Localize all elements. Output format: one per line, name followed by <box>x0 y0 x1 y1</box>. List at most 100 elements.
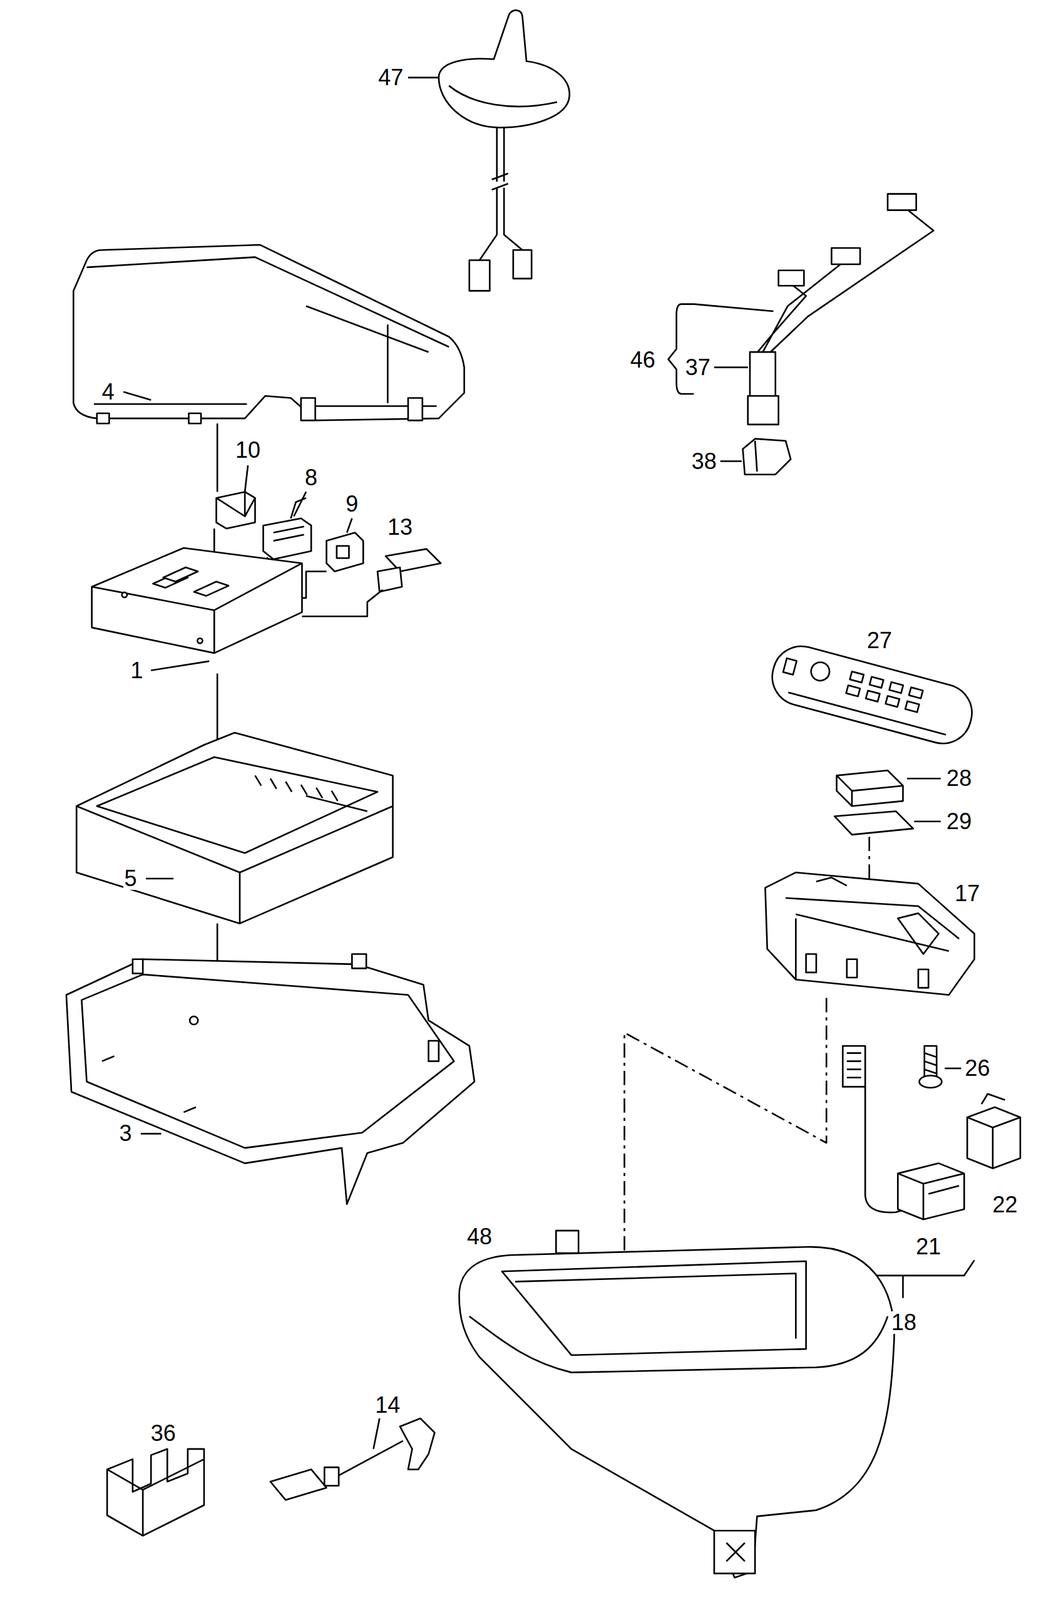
antenna-cable-line <box>373 1417 380 1449</box>
handset-holder-line <box>785 876 959 980</box>
armrest-line <box>458 1246 894 1577</box>
callout-number: 21 <box>914 1235 943 1258</box>
cable-set <box>836 1045 1021 1297</box>
cover-line <box>123 391 151 400</box>
connectors-line <box>326 532 364 572</box>
tray <box>76 732 393 924</box>
connectors-line <box>216 423 219 492</box>
callout-number: 28 <box>945 766 973 790</box>
wiring-harness-line <box>749 351 776 398</box>
cable-set-line <box>846 1052 862 1078</box>
roof-antenna-line <box>448 85 558 107</box>
base-housing-line <box>428 1040 439 1062</box>
holder-clip-line <box>107 1458 205 1535</box>
connectors-line <box>273 497 307 541</box>
cover-line <box>97 413 110 424</box>
roof-antenna-line <box>469 260 491 292</box>
base-housing-line <box>189 1015 198 1025</box>
part-outline-line <box>865 690 880 702</box>
cable-set-line <box>897 1163 964 1220</box>
cover-line <box>189 413 202 424</box>
base-housing <box>66 953 475 1204</box>
handset-holder-line <box>924 1045 938 1077</box>
armrest-line <box>714 1529 755 1573</box>
callout-number: 8 <box>303 466 319 489</box>
cable-set-line <box>967 1093 1021 1169</box>
roof-antenna <box>408 10 570 291</box>
handset-line <box>907 777 941 780</box>
wiring-harness <box>668 194 934 475</box>
tray-line <box>145 877 174 880</box>
part-outline-line <box>846 684 861 697</box>
callout-number: 14 <box>373 1393 402 1416</box>
wiring-harness-line <box>748 395 779 425</box>
part-outline-line <box>889 681 904 693</box>
antenna-cable-line <box>338 1440 404 1475</box>
callout-number: 22 <box>990 1193 1019 1216</box>
callout-number: 10 <box>234 438 262 462</box>
control-unit-line <box>92 547 303 653</box>
wiring-harness-line <box>778 270 805 286</box>
handset-holder-line <box>944 1067 961 1070</box>
part-outline-line <box>908 687 923 699</box>
tray-line <box>254 774 338 801</box>
cover-line <box>73 244 464 421</box>
callout-number: 17 <box>953 881 981 905</box>
base-housing-line <box>102 1055 196 1112</box>
wiring-harness-line <box>668 304 774 394</box>
base-housing-line <box>132 958 143 974</box>
part-outline-line <box>905 701 919 713</box>
cover <box>73 244 464 424</box>
antenna-cable-line <box>399 1417 435 1469</box>
handset-holder-line <box>806 953 817 973</box>
callout-number: 5 <box>123 866 139 890</box>
handset-holder-line <box>918 968 929 988</box>
connectors-line <box>346 518 352 533</box>
control-unit-line <box>122 592 128 598</box>
cover-line <box>408 397 423 421</box>
callout-number: 48 <box>465 1225 494 1248</box>
control-unit-line <box>163 567 198 582</box>
holder-clip-line <box>107 1448 205 1536</box>
holder-clip <box>107 1448 205 1536</box>
callout-number: 36 <box>149 1421 178 1445</box>
control-unit-line <box>197 637 203 643</box>
control-unit-line <box>92 562 303 653</box>
cable-set-line <box>842 1045 866 1087</box>
handset-line <box>913 820 941 822</box>
connectors-line <box>293 491 307 516</box>
armrest <box>458 1230 894 1577</box>
wiring-harness-line <box>743 438 792 475</box>
callout-number: 46 <box>629 348 657 372</box>
antenna-cable-line <box>270 1468 327 1500</box>
callout-number: 3 <box>117 1121 133 1145</box>
connectors-line <box>244 465 248 492</box>
roof-antenna-line <box>408 76 439 79</box>
part-outline-line <box>783 657 797 675</box>
callout-number: 38 <box>690 450 718 473</box>
armrest-line <box>469 1273 888 1373</box>
handset-holder-line <box>919 1074 943 1088</box>
control-unit-line <box>194 581 229 596</box>
part-outline-line <box>885 695 900 707</box>
handset-holder-line <box>846 958 857 978</box>
callout-number: 1 <box>128 659 144 682</box>
connectors-line <box>216 491 256 516</box>
wiring-harness-line <box>887 194 917 211</box>
base-housing-line <box>140 1132 162 1135</box>
cover-line <box>87 257 450 407</box>
connectors-line <box>216 491 256 529</box>
base-housing-line <box>81 973 454 1148</box>
armrest-line <box>555 1230 579 1253</box>
antenna-cable-line <box>324 1466 339 1485</box>
callout-number: 29 <box>945 809 973 833</box>
callout-number: 27 <box>865 629 894 652</box>
wiring-harness-line <box>720 460 742 462</box>
handset-line <box>836 774 904 806</box>
wiring-harness-line <box>754 210 934 355</box>
part-outline-line <box>766 639 979 750</box>
antenna-cable <box>270 1417 435 1500</box>
connectors-line <box>377 567 402 592</box>
